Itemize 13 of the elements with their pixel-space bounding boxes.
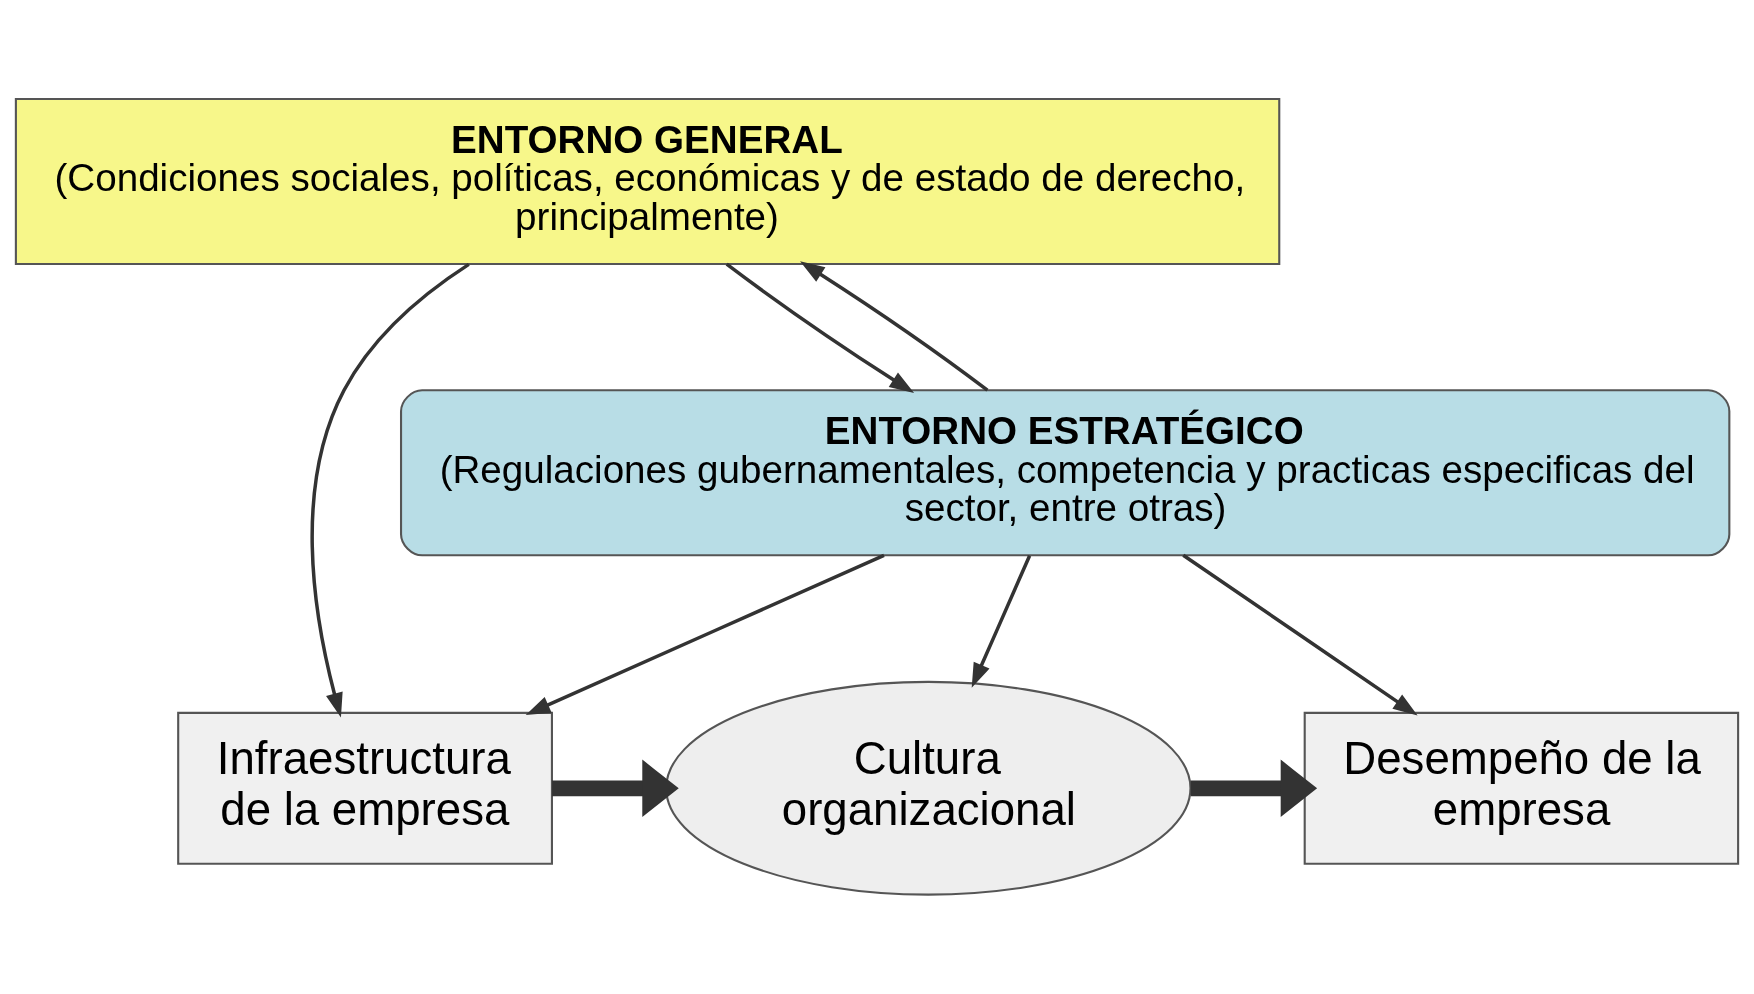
arrow — [525, 553, 885, 715]
arrow — [725, 262, 915, 394]
node-box: Desempeño de la empresa — [1303, 711, 1740, 865]
arrow — [971, 554, 1032, 688]
arrow — [800, 261, 989, 392]
node-ellipse: Cultura organizacional — [665, 680, 1192, 896]
node-box: Infraestructura de la empresa — [177, 711, 553, 865]
arrow — [1182, 553, 1418, 716]
arrow — [310, 262, 470, 718]
arrow — [1190, 759, 1318, 817]
node-box: ENTORNO GENERAL (Condiciones sociales, políticas, económicas y de estado de derecho, principalmente) — [14, 97, 1281, 265]
arrow — [552, 759, 679, 817]
node-box: ENTORNO ESTRATÉGICO (Regulaciones gubernamentales, competencia y practicas especificas del sector, entre otras) — [400, 389, 1731, 557]
